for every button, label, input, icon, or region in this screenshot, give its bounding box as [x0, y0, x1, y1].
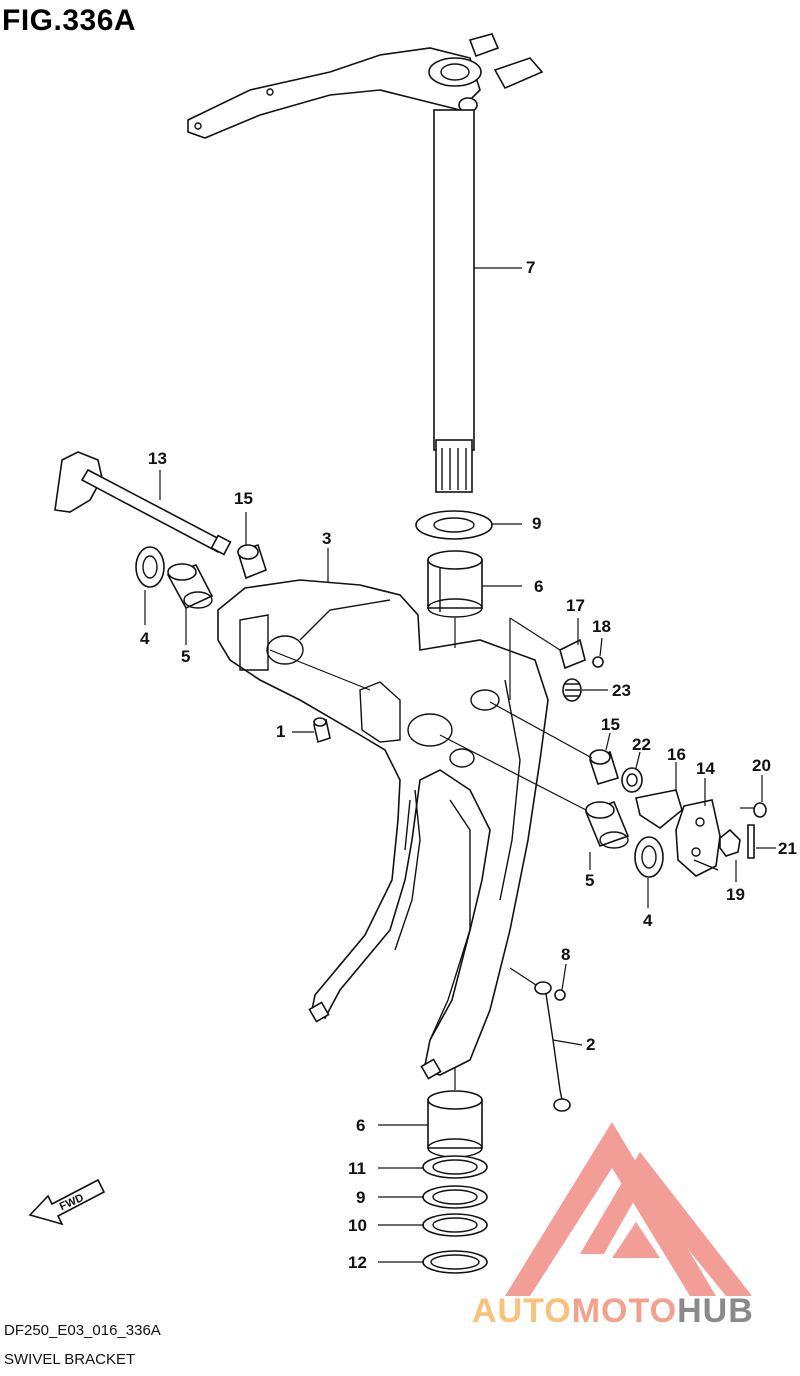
callout-6-bottom: 6 — [356, 1116, 366, 1135]
callout-21: 21 — [778, 839, 797, 858]
callout-15-left: 15 — [234, 489, 253, 508]
bushing-15-left-part — [237, 543, 267, 580]
steering-shaft-part — [433, 109, 475, 493]
fwd-text: FWD — [58, 1192, 86, 1213]
callout-10: 10 — [348, 1216, 367, 1235]
figure-code: DF250_E03_016_336A — [4, 1322, 161, 1339]
callout-22: 22 — [632, 735, 651, 754]
callout-12: 12 — [348, 1253, 367, 1272]
callout-3: 3 — [322, 529, 332, 548]
lever-16-part — [635, 789, 683, 829]
washer-4-left-part — [135, 546, 165, 588]
figure-title: FIG.336A — [2, 4, 137, 37]
washer-10-part — [422, 1213, 488, 1237]
plate-17-part — [559, 638, 586, 670]
callout-20: 20 — [752, 756, 771, 775]
nut-19-part — [719, 828, 741, 857]
callout-7: 7 — [526, 258, 536, 277]
grease-nipple-part — [313, 717, 331, 744]
watermark-auto: AUTO — [472, 1292, 572, 1330]
callout-23: 23 — [612, 681, 631, 700]
callout-9-top: 9 — [532, 514, 542, 533]
callout-6-top: 6 — [534, 577, 544, 596]
callout-4-left: 4 — [140, 629, 150, 648]
bushing-5-left-part — [166, 563, 214, 610]
fwd-arrow-icon: FWD — [28, 1178, 106, 1226]
callout-13: 13 — [148, 449, 167, 468]
watermark-text: AUTOMOTOHUB — [472, 1292, 754, 1331]
callout-17: 17 — [566, 596, 585, 615]
swivel-bracket-part — [217, 579, 549, 1080]
washer-9-bottom-part — [422, 1185, 488, 1209]
callout-4-right: 4 — [643, 911, 653, 930]
washer-4-right-part — [634, 836, 664, 878]
spring-22-part — [621, 767, 643, 793]
spring-23-part — [562, 678, 582, 702]
watermark-moto: MOTO — [571, 1292, 678, 1330]
callout-11: 11 — [348, 1159, 366, 1178]
callout-15-right: 15 — [601, 715, 620, 734]
callout-5-left: 5 — [181, 647, 191, 666]
callout-1: 1 — [276, 722, 286, 741]
callout-14: 14 — [696, 759, 715, 778]
leader-lines — [144, 267, 776, 1263]
bushing-top-part — [427, 550, 483, 618]
bushing-bottom-part — [427, 1090, 483, 1158]
washer-20-part — [753, 802, 767, 818]
pin-21-part — [747, 824, 755, 859]
bolt-18-part — [592, 656, 604, 668]
callout-9-bottom: 9 — [356, 1188, 366, 1207]
bolt-8-part — [554, 989, 566, 1001]
figure-caption: SWIVEL BRACKET — [4, 1351, 136, 1368]
callout-2: 2 — [586, 1035, 596, 1054]
callout-19: 19 — [726, 885, 745, 904]
steering-arm-part — [187, 33, 544, 139]
tilt-pin-part — [54, 451, 232, 556]
washer-top-part — [415, 510, 493, 540]
callout-16: 16 — [667, 745, 686, 764]
bushing-5-right-part — [584, 800, 630, 849]
bushing-15-right-part — [589, 749, 620, 785]
watermark-hub: HUB — [677, 1292, 754, 1330]
watermark-logo — [505, 1122, 752, 1296]
ground-wire-part — [534, 981, 571, 1112]
washer-11-part — [422, 1155, 488, 1179]
callout-8: 8 — [561, 945, 571, 964]
plate-14-part — [675, 799, 721, 877]
circlip-12-part — [422, 1250, 488, 1274]
callout-5-right: 5 — [585, 871, 595, 890]
callout-18: 18 — [592, 617, 611, 636]
